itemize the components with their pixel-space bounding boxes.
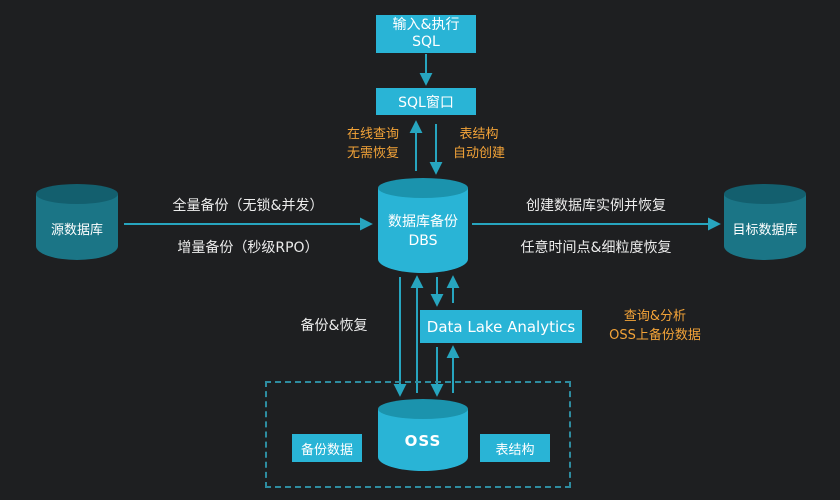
dbs-cylinder-body — [378, 188, 468, 273]
label-online-query-line2: 无需恢复 — [346, 146, 399, 161]
node-backup-data-label: 备份数据 — [300, 442, 353, 458]
node-data-lake-analytics: Data Lake Analytics — [420, 310, 582, 343]
node-oss: OSS — [378, 399, 468, 471]
label-query-analyze: 查询&分析 OSS上备份数据 — [585, 307, 725, 345]
node-dbs-label: 数据库备份 DBS — [378, 190, 468, 273]
label-table-auto-create-line2: 自动创建 — [452, 146, 505, 161]
source-database-cylinder-body — [36, 194, 118, 260]
node-sql-window: SQL窗口 — [376, 88, 476, 115]
node-input-execute-sql-line1: 输入&执行 — [392, 17, 460, 33]
label-table-auto-create: 表结构 自动创建 — [444, 125, 514, 163]
node-table-schema-label: 表结构 — [495, 442, 535, 458]
label-query-analyze-line1: 查询&分析 — [623, 309, 687, 324]
node-input-execute-sql-line2: SQL — [412, 34, 440, 50]
node-source-database-label: 源数据库 — [50, 222, 103, 238]
oss-cylinder-body — [378, 409, 468, 471]
node-table-schema: 表结构 — [480, 434, 550, 462]
label-create-instance-restore: 创建数据库实例并恢复 — [526, 198, 666, 214]
label-backup-restore: 备份&恢复 — [300, 318, 368, 334]
label-full-backup: 全量备份（无锁&并发） — [172, 198, 324, 214]
label-query-analyze-line2: OSS上备份数据 — [609, 328, 701, 343]
node-target-database: 目标数据库 — [724, 184, 806, 260]
node-dbs-label-line2: DBS — [408, 232, 438, 249]
oss-group-dashed-box — [265, 381, 571, 488]
label-online-query-line1: 在线查询 — [346, 127, 399, 142]
label-online-query: 在线查询 无需恢复 — [336, 125, 410, 163]
node-dbs: 数据库备份 DBS — [378, 178, 468, 273]
node-dbs-label-line1: 数据库备份 — [388, 213, 458, 230]
source-database-cylinder-top — [36, 184, 118, 204]
label-point-in-time-restore: 任意时间点&细粒度恢复 — [520, 240, 672, 256]
node-input-execute-sql: 输入&执行 SQL — [376, 15, 476, 53]
node-sql-window-label: SQL窗口 — [398, 94, 454, 111]
node-source-database: 源数据库 — [36, 184, 118, 260]
target-database-cylinder-body — [724, 194, 806, 260]
node-data-lake-analytics-label: Data Lake Analytics — [426, 317, 576, 336]
node-target-database-label: 目标数据库 — [732, 222, 798, 238]
node-oss-label: OSS — [404, 432, 442, 450]
dbs-cylinder-top — [378, 178, 468, 198]
label-incremental-backup: 增量备份（秒级RPO） — [177, 240, 319, 256]
label-table-auto-create-line1: 表结构 — [459, 127, 499, 142]
node-backup-data: 备份数据 — [292, 434, 362, 462]
target-database-cylinder-top — [724, 184, 806, 204]
oss-cylinder-top — [378, 399, 468, 419]
